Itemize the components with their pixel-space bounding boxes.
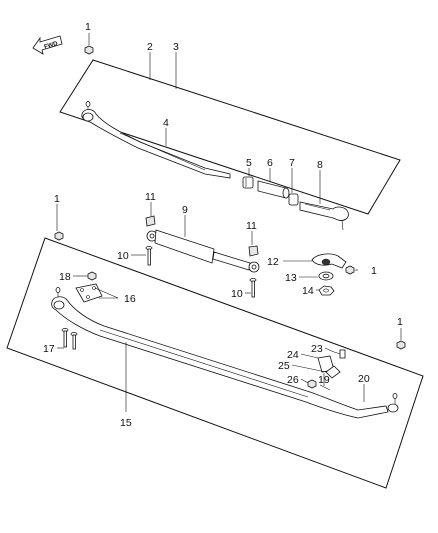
callout-4: 4 [163,117,169,129]
callout-1-mount: 1 [371,265,377,277]
stud-part-19 [319,384,331,391]
callout-11-left: 11 [145,191,156,203]
adjusting-nut-part-7 [288,193,299,206]
drag-link-part-4 [81,101,231,179]
callout-12: 12 [267,256,279,268]
leader-lines [56,33,402,412]
callout-2: 2 [147,41,153,53]
callout-6: 6 [267,157,273,169]
nut-part-14 [318,285,335,296]
washer-part-13 [318,271,334,281]
nut-part-1-left [54,231,64,241]
callout-15: 15 [120,417,132,429]
callout-1-top: 1 [85,21,91,33]
callout-3: 3 [173,41,179,53]
callout-19: 19 [318,374,330,386]
callout-24: 24 [287,349,299,361]
callout-13: 13 [285,272,297,284]
callout-25: 25 [278,360,290,372]
clamp-bolt-part-25 [325,365,341,379]
callout-labels: 1 2 3 4 5 6 7 8 1 11 9 11 10 12 13 1 14 … [43,21,403,429]
callout-8: 8 [317,159,323,171]
nut-part-1-mount [345,265,355,275]
callout-7: 7 [289,157,295,169]
forward-direction-arrow-icon: FWD [32,35,63,55]
nut-part-26 [307,379,317,389]
bracket-part-11-right [248,245,259,257]
bolt-part-10-left [145,246,153,266]
bolts-part-17 [61,328,78,350]
callout-14: 14 [302,285,314,297]
drag-link-panel [59,59,401,215]
callout-10-right: 10 [231,288,243,300]
tie-rod-end-part-8 [299,201,349,231]
bolt-part-10-right [249,278,257,298]
nut-part-1-top [84,45,94,55]
tie-rod-part-15 [51,287,399,419]
callout-20: 20 [358,373,370,385]
nut-part-1-right [396,340,406,350]
callout-11-right: 11 [246,220,257,232]
damper-mount-part-12 [311,253,347,269]
callout-23: 23 [311,343,323,355]
callout-10-left: 10 [117,250,129,262]
callout-5: 5 [246,157,252,169]
adjusting-sleeve-part-6 [257,180,290,199]
adjusting-nut-part-5 [242,176,254,189]
callout-9: 9 [182,204,188,216]
bolt-part-23 [333,349,346,359]
nut-part-18 [87,271,97,281]
callout-1-right: 1 [397,316,403,328]
callout-16: 16 [124,293,136,305]
callout-18: 18 [59,271,71,283]
steering-damper-part-9 [146,229,260,273]
callout-26: 26 [287,374,299,386]
fwd-label: FWD [44,41,59,51]
callout-17: 17 [43,343,55,355]
callout-1-left: 1 [54,193,60,205]
bracket-part-11-left [145,215,156,227]
